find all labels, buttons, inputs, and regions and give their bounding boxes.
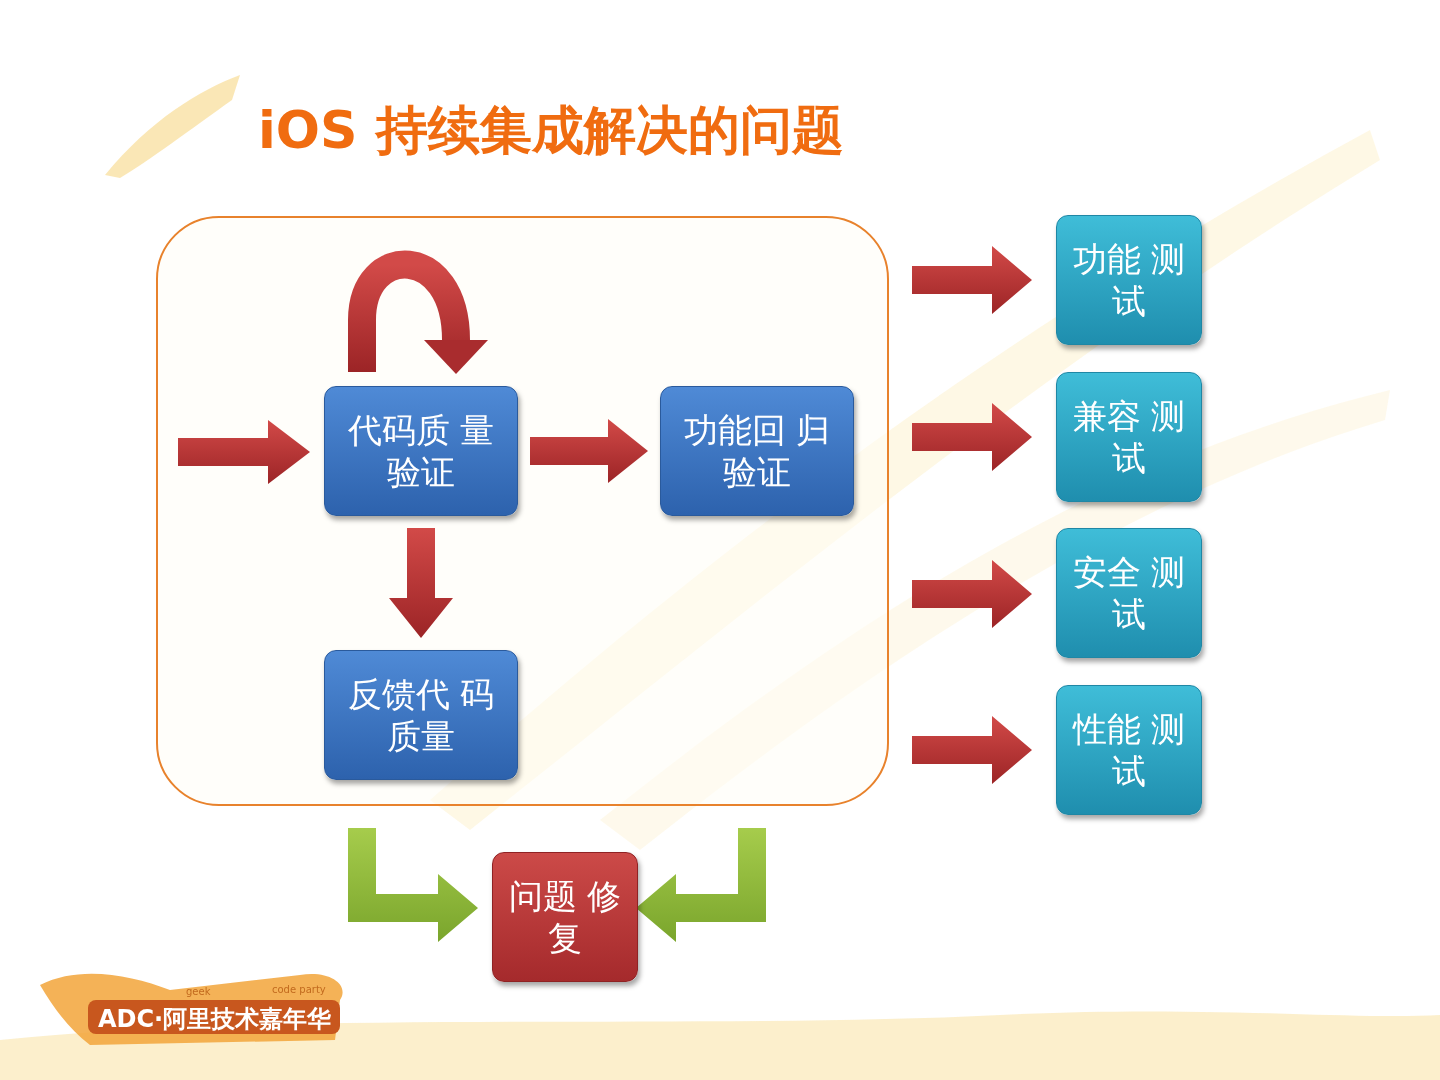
box-text: 兼容 测试 bbox=[1057, 389, 1201, 486]
ci-region-outline bbox=[157, 217, 888, 805]
flow-arrow bbox=[362, 265, 488, 374]
input-arrow bbox=[178, 420, 310, 484]
box-text: 功能 测试 bbox=[1057, 232, 1201, 329]
test-box: 安全 测试 bbox=[1056, 528, 1202, 658]
brush-strokes bbox=[0, 75, 1440, 1080]
fix-box: 问题 修复 bbox=[492, 852, 638, 982]
logo-tag: geek bbox=[186, 986, 210, 997]
box-text: 问题 修复 bbox=[493, 869, 637, 966]
test-box: 兼容 测试 bbox=[1056, 372, 1202, 502]
logo-badge bbox=[40, 974, 343, 1045]
flow-arrow-shape bbox=[389, 528, 453, 638]
box-text: 功能回 归验证 bbox=[661, 403, 853, 500]
process-box: 反馈代 码质量 bbox=[324, 650, 518, 780]
output-arrows bbox=[912, 246, 1032, 784]
box-text: 代码质 量验证 bbox=[325, 403, 517, 500]
logo-text: ADC·阿里技术嘉年华 bbox=[98, 1003, 331, 1035]
loop-head bbox=[424, 340, 488, 374]
logo-tag: code party bbox=[272, 984, 326, 995]
process-box: 功能回 归验证 bbox=[660, 386, 854, 516]
test-box: 功能 测试 bbox=[1056, 215, 1202, 345]
box-text: 性能 测试 bbox=[1057, 702, 1201, 799]
flow-arrow-shape bbox=[530, 419, 648, 483]
flow-arrow bbox=[530, 419, 648, 483]
box-text: 反馈代 码质量 bbox=[325, 667, 517, 764]
test-box: 性能 测试 bbox=[1056, 685, 1202, 815]
flow-arrow bbox=[389, 528, 453, 638]
slide-title: iOS 持续集成解决的问题 bbox=[258, 96, 844, 166]
process-box: 代码质 量验证 bbox=[324, 386, 518, 516]
box-text: 安全 测试 bbox=[1057, 545, 1201, 642]
